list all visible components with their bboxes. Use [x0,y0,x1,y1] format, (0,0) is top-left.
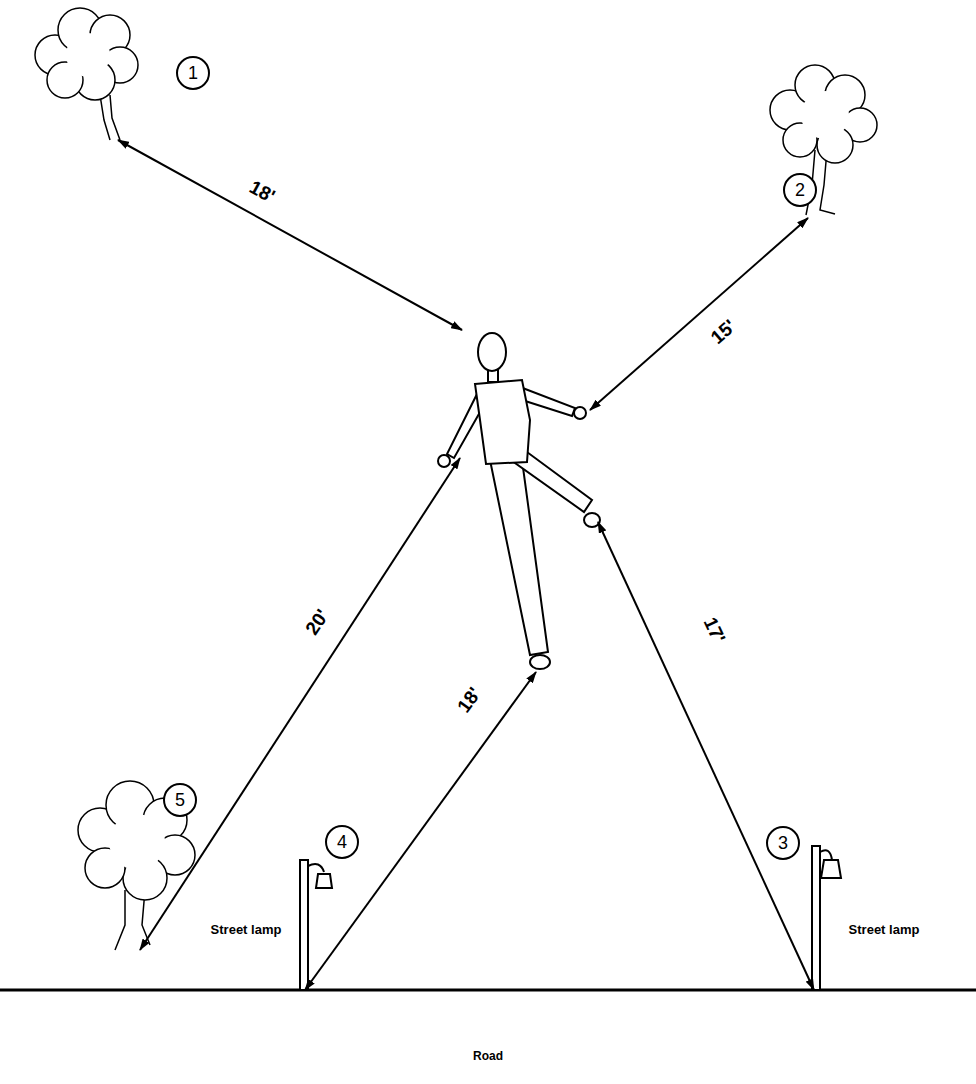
distance-label: 18' [243,175,281,208]
callout-number: 2 [795,181,805,199]
callout-circle: 1 [176,56,210,90]
callout-circle: 3 [766,826,800,860]
street-lamp-3 [812,846,841,990]
distance-label: 15' [705,314,743,351]
callout-circle: 4 [325,825,359,859]
road-line [0,989,976,992]
distance-label: 18' [452,681,488,719]
tree-5 [78,781,195,950]
person-figure [438,333,600,669]
tree-2 [770,65,877,215]
callout-number: 3 [778,834,788,852]
tree-1 [35,8,138,140]
lamp-label: Street lamp [846,923,923,937]
callout-circle: 2 [783,173,817,207]
callout-number: 5 [175,791,185,809]
lamp-label: Street lamp [208,923,285,937]
road-label: Road [470,1050,506,1063]
distance-arrows [118,140,814,990]
callout-circle: 5 [163,783,197,817]
callout-number: 4 [337,833,347,851]
distance-label: 17' [698,611,730,649]
distance-label: 20' [300,603,335,641]
callout-number: 1 [188,64,198,82]
street-lamp-4 [300,860,332,990]
